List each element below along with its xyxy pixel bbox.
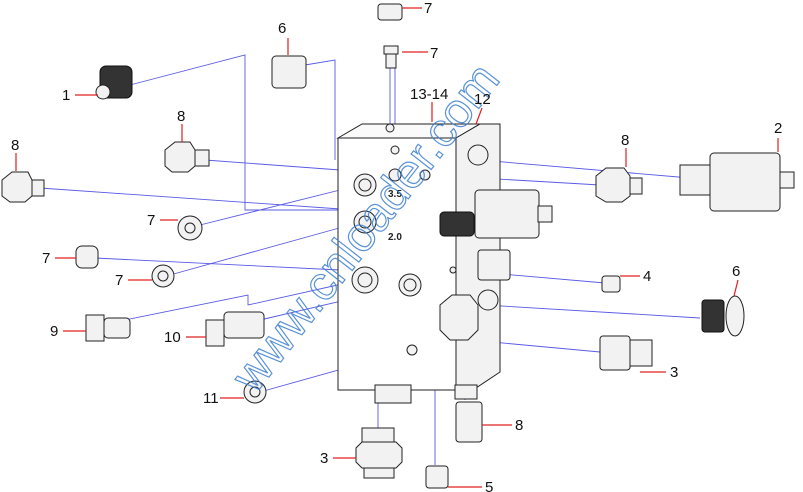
label-5: 5 <box>485 479 493 492</box>
part-3-fitting-right <box>599 335 653 371</box>
part-6-plug-top <box>271 55 307 89</box>
label-3: 3 <box>320 450 328 467</box>
part-7-bolt <box>383 45 399 69</box>
port-mark-3-5: 3.5 <box>388 189 402 200</box>
label-8: 8 <box>11 137 19 154</box>
part-9-valve <box>85 314 131 342</box>
label-4: 4 <box>643 268 651 285</box>
part-2-solenoid <box>679 152 795 212</box>
label-2: 2 <box>774 120 782 137</box>
label-6: 6 <box>732 263 740 280</box>
part-fitting-block-right <box>439 249 511 341</box>
part-8-fitting-a <box>164 141 210 173</box>
part-7-plug-b <box>75 245 99 269</box>
parts <box>1 3 795 489</box>
part-11-plug <box>243 380 267 404</box>
label-13-14: 13-14 <box>410 86 448 103</box>
part-6-plug-right <box>701 295 745 337</box>
part-7-top-cap <box>377 3 403 21</box>
label-7: 7 <box>430 45 438 62</box>
part-solenoid-center <box>439 189 553 239</box>
label-8: 8 <box>177 108 185 125</box>
part-8-fitting-c <box>595 167 643 203</box>
label-10: 10 <box>164 329 181 346</box>
label-1: 1 <box>62 87 70 104</box>
label-7: 7 <box>42 250 50 267</box>
label-7: 7 <box>147 212 155 229</box>
part-8-fitting-bottom <box>455 401 483 443</box>
part-5-plug <box>425 465 449 489</box>
part-3-fitting-bottom <box>355 427 403 479</box>
label-7: 7 <box>424 0 432 17</box>
label-8: 8 <box>515 417 523 434</box>
label-11: 11 <box>203 390 219 407</box>
label-7: 7 <box>115 272 123 289</box>
part-7-plug-c <box>151 264 175 288</box>
label-6: 6 <box>278 20 286 37</box>
part-10-valve <box>205 311 265 347</box>
label-8: 8 <box>621 132 629 149</box>
label-ticks <box>15 7 779 488</box>
label-9: 9 <box>50 323 58 340</box>
label-12: 12 <box>474 91 491 108</box>
part-8-fitting-b <box>1 171 45 203</box>
part-labels: 7 7 6 1 13-14 12 2 8 8 8 7 7 7 4 6 9 10 … <box>11 0 782 492</box>
part-4-plug <box>601 275 621 293</box>
label-3: 3 <box>670 364 678 381</box>
part-1-dust-cap <box>95 65 133 100</box>
part-7-plug-a <box>177 215 203 241</box>
port-mark-2-0: 2.0 <box>388 232 402 243</box>
leader-lines <box>39 54 701 465</box>
